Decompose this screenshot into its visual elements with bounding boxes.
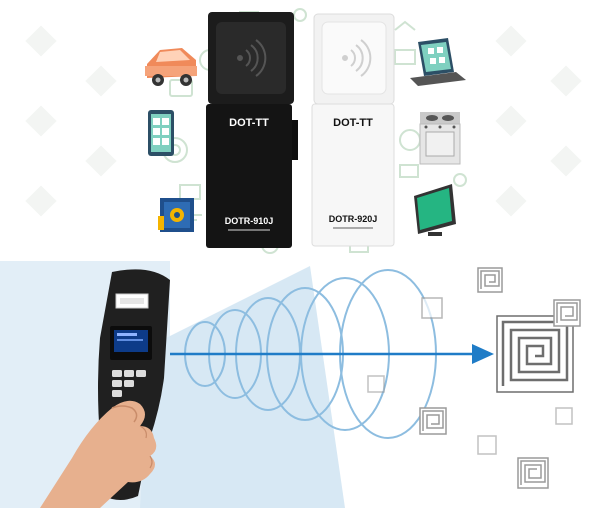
reader-device-black: DOT-TT DOTR-910J [206,12,298,248]
safe-icon [158,198,194,232]
laptop-icon [410,38,466,86]
stove-icon [419,112,461,165]
background-line-icons [162,8,467,254]
white-reader-model: DOTR-920J [329,214,378,224]
top-panel: DOT-TT DOTR-910J DOT-TT DOTR-920J [25,8,582,254]
scan-arrow [170,344,494,364]
white-reader-brand: DOT-TT [333,117,373,129]
tablet-icon [148,110,174,156]
black-reader-model: DOTR-910J [225,216,274,226]
car-icon [145,48,197,86]
reader-device-white: DOT-TT DOTR-920J [311,13,395,247]
nfc-icon [237,39,267,77]
black-reader-brand: DOT-TT [229,117,269,129]
rfid-tag-icon [496,315,574,393]
hand [40,400,157,508]
rfid-tag-small [367,267,581,489]
background-pattern [25,25,582,217]
bottom-panel [0,258,600,508]
monitor-icon [414,184,456,236]
nfc-icon [342,39,372,77]
keypad [112,370,146,397]
